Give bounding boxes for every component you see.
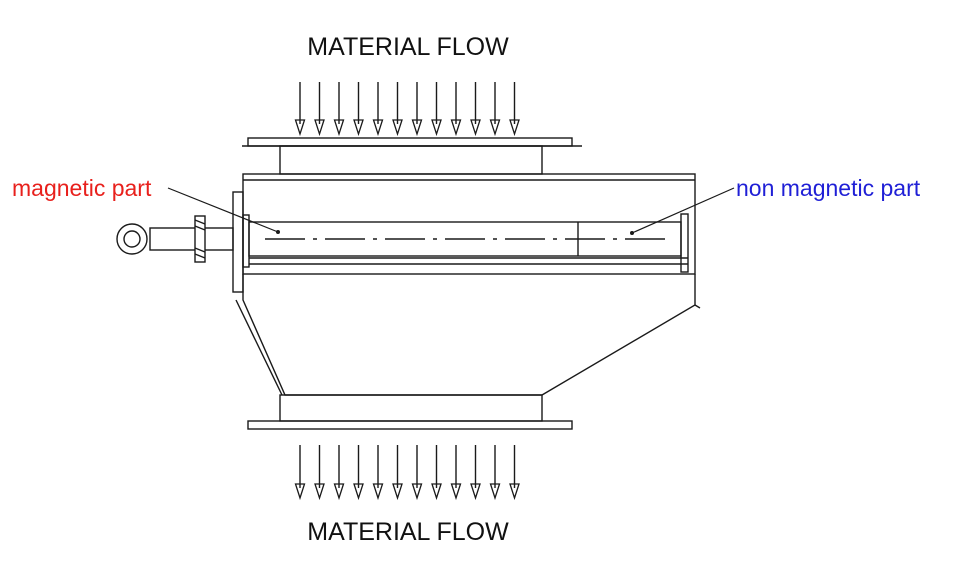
top-flange: [247, 137, 573, 147]
top-arrow-head: [314, 119, 325, 137]
bottom-material-flow-label: MATERIAL FLOW: [307, 518, 509, 546]
handle-rod: [149, 227, 234, 251]
top-arrow-head: [392, 119, 403, 137]
top-arrow-head: [470, 119, 481, 137]
top-arrow-head: [372, 119, 384, 137]
top-arrow-head: [509, 119, 520, 137]
bottom-outlet-neck: [279, 394, 543, 422]
top-arrow-head: [431, 119, 442, 137]
upper-body: [242, 173, 696, 275]
side-gasket: [242, 214, 250, 268]
bottom-arrow-head: [470, 483, 481, 501]
top-arrow-head: [489, 119, 501, 137]
non-magnetic-part-leader: [631, 187, 735, 234]
top-arrow-head: [411, 119, 423, 137]
magnetic-part-leader: [167, 187, 279, 233]
bottom-arrow-head: [411, 483, 423, 501]
tube-end-cap: [680, 213, 689, 273]
non-magnetic-part-label: non magnetic part: [736, 175, 921, 201]
handle-lock-nut: [194, 215, 206, 263]
housing: [116, 137, 701, 430]
bottom-arrow-head: [392, 483, 403, 501]
top-arrow-head: [333, 119, 345, 137]
bottom-flange: [247, 420, 573, 430]
bottom-arrow-head: [372, 483, 384, 501]
handle-ring: [116, 223, 148, 255]
bottom-arrow-head: [431, 483, 442, 501]
handle-ring-hole: [123, 230, 141, 248]
bottom-arrow-head: [294, 483, 306, 501]
hopper-right-edge: [694, 304, 701, 309]
top-arrow-head: [294, 119, 306, 137]
bottom-arrow-head: [353, 483, 364, 501]
top-arrow-head: [450, 119, 462, 137]
top-flow-arrows: [294, 82, 520, 137]
top-arrow-head: [353, 119, 364, 137]
hopper-outline: [242, 274, 696, 396]
bottom-arrow-head: [489, 483, 501, 501]
magnetic-part-leader-dot: [276, 230, 280, 234]
bottom-arrow-head: [314, 483, 325, 501]
nut-hatching: [194, 219, 206, 259]
bottom-arrow-head: [450, 483, 462, 501]
non-magnetic-part-leader-dot: [630, 231, 634, 235]
side-mount-plate: [232, 191, 244, 293]
top-material-flow-label: MATERIAL FLOW: [307, 33, 509, 61]
magnetic-part-label: magnetic part: [12, 175, 152, 201]
bottom-arrow-head: [509, 483, 520, 501]
bottom-flow-arrows: [294, 445, 520, 501]
hopper-left-wall: [235, 299, 283, 396]
top-inlet-neck: [279, 145, 543, 175]
bottom-arrow-head: [333, 483, 345, 501]
